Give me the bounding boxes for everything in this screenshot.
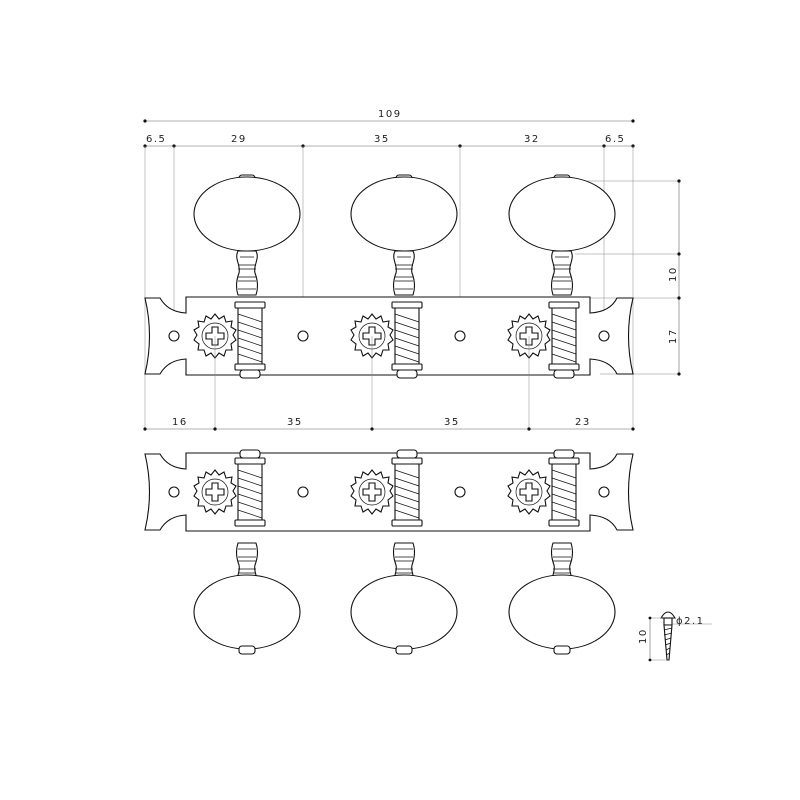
dim-overall-width: 109 [378, 109, 402, 120]
screw-detail: 10 ϕ2.1 [638, 611, 712, 662]
bottom-view [144, 449, 634, 655]
dim-spacing-4: 23 [575, 417, 591, 428]
dim-spacing-1: 16 [172, 417, 188, 428]
dim-segment-1: 6.5 [146, 134, 166, 145]
dim-height-10: 10 [668, 266, 679, 282]
dim-spacing-3: 35 [444, 417, 460, 428]
knob-1 [193, 174, 301, 252]
knob-bottom-3 [508, 574, 616, 655]
dim-height-17: 17 [668, 328, 679, 344]
dim-segment-3: 35 [374, 134, 390, 145]
dim-spacing-2: 35 [287, 417, 303, 428]
dim-segment-5: 6.5 [605, 134, 625, 145]
knob-2 [350, 174, 458, 252]
knob-bottom-1 [193, 574, 301, 655]
screw-length-label: 10 [638, 628, 649, 644]
knob-3 [508, 174, 616, 252]
screw-diameter-label: ϕ2.1 [676, 616, 705, 627]
dim-segment-4: 32 [524, 134, 540, 145]
dim-segment-2: 29 [231, 134, 247, 145]
knob-bottom-2 [350, 574, 458, 655]
top-view: 109 6.5 29 35 32 6.5 [143, 109, 681, 431]
